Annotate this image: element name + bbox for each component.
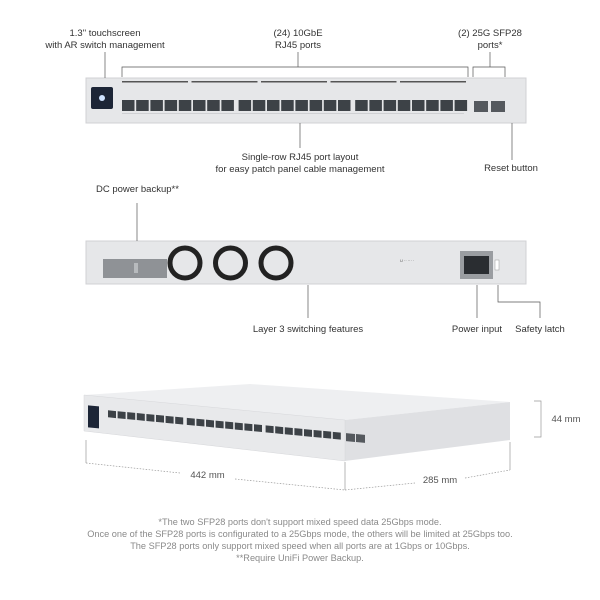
rj45-port: [338, 100, 351, 111]
label-line: (2) 25G SFP28: [458, 28, 522, 39]
layout-label: Single-row RJ45 port layout for easy pat…: [200, 152, 400, 176]
rj45-port: [304, 429, 312, 437]
groove: [261, 81, 327, 83]
sfp28-port: [356, 434, 365, 443]
back-callouts: [136, 203, 541, 318]
depth-dimension: 285 mm: [422, 475, 458, 486]
safety-latch-label: Safety latch: [515, 324, 565, 335]
footnote: Once one of the SFP28 ports is configura…: [87, 529, 513, 539]
rj45-port: [397, 100, 411, 111]
footnote: The SFP28 ports only support mixed speed…: [130, 541, 470, 551]
rj45-port: [146, 413, 155, 422]
rj45-port: [117, 411, 126, 419]
fan-hub: [174, 252, 196, 274]
rj45-port: [332, 431, 341, 440]
rj45-port: [254, 424, 262, 433]
rj45-port: [150, 100, 163, 111]
rj45-port: [323, 430, 332, 439]
sfp-label: (2) 25G SFP28 ports*: [445, 28, 535, 52]
dc-power-label: DC power backup**: [96, 184, 179, 195]
groove: [191, 81, 258, 83]
fan-hub: [219, 252, 242, 274]
width-dimension: 442 mm: [190, 470, 225, 481]
reset-label: Reset button: [484, 163, 538, 174]
rj45-port: [383, 100, 397, 111]
power-input-label: Power input: [451, 324, 503, 335]
rj45-port: [225, 421, 234, 430]
rj45-port: [193, 100, 206, 111]
sfp28-port: [491, 101, 505, 112]
fan-hub: [265, 252, 287, 274]
rj45-port: [284, 427, 293, 435]
rj45-port: [309, 100, 323, 111]
rj45-port: [323, 100, 337, 111]
svg-text:U ·· ··· ·: U ·· ··· ·: [400, 258, 414, 263]
rj45-port: [127, 412, 136, 420]
rj45-port: [156, 414, 164, 423]
back-panel: U ·· ··· ·: [85, 240, 527, 285]
rj45-port: [186, 417, 195, 426]
touchscreen-label: 1.3" touchscreen with AR switch manageme…: [45, 28, 165, 52]
rj45-port: [196, 418, 205, 427]
rj45-port: [267, 100, 280, 111]
rj45-port: [175, 416, 184, 425]
rj45-port: [178, 100, 192, 111]
safety-latch: [494, 259, 500, 271]
label-line: (24) 10GbE: [273, 28, 323, 39]
rj45-port: [454, 100, 468, 111]
label-line: Single-row RJ45 port layout: [241, 152, 359, 163]
rj45-port: [207, 100, 220, 111]
rj45-port: [412, 100, 425, 111]
groove: [400, 81, 466, 83]
rj45-port: [265, 425, 274, 434]
rj45-port: [295, 100, 308, 111]
rj45-port: [426, 100, 439, 111]
label-line: ports*: [477, 40, 503, 51]
rj45-port: [221, 100, 234, 111]
rj45-port: [165, 415, 174, 424]
label-line: for easy patch panel cable management: [215, 164, 385, 175]
label-line: with AR switch management: [45, 40, 165, 51]
rj45-port: [136, 100, 149, 111]
label-line: 1.3" touchscreen: [69, 28, 141, 39]
rj45-port: [252, 100, 266, 111]
rj45-port: [294, 428, 303, 436]
l3-label: Layer 3 switching features: [252, 324, 364, 335]
rj45-port: [164, 100, 178, 111]
rj45-port: [355, 100, 368, 111]
sfp28-port: [474, 101, 488, 112]
rj45-port: [122, 100, 135, 111]
rj45-label: (24) 10GbE RJ45 ports: [248, 28, 348, 52]
fan-icon: [258, 245, 294, 281]
footnote: **Require UniFi Power Backup.: [236, 553, 364, 563]
rj45-port: [234, 422, 243, 431]
front-callouts: [104, 52, 513, 160]
rj45-port: [108, 410, 116, 419]
dimension-lines: [85, 400, 542, 491]
rj45-port: [238, 100, 252, 111]
rj45-port: [136, 413, 145, 421]
groove: [330, 81, 397, 83]
height-dimension: 44 mm: [551, 414, 581, 425]
rj45-port: [313, 429, 322, 438]
rj45-port: [369, 100, 382, 111]
rj45-port: [440, 100, 453, 111]
sfp28-port: [346, 433, 355, 442]
rj45-port: [215, 420, 224, 429]
rj45-port: [206, 419, 214, 428]
footnote: *The two SFP28 ports don't support mixed…: [158, 517, 442, 527]
rj45-port: [275, 426, 284, 435]
label-line: RJ45 ports: [275, 40, 321, 51]
front-panel: [85, 77, 527, 124]
groove: [122, 81, 188, 83]
rj45-port: [244, 423, 253, 432]
switch-3d: [83, 384, 510, 462]
rj45-port: [281, 100, 294, 111]
fan-icon: [167, 245, 203, 281]
fan-icon: [213, 245, 248, 281]
